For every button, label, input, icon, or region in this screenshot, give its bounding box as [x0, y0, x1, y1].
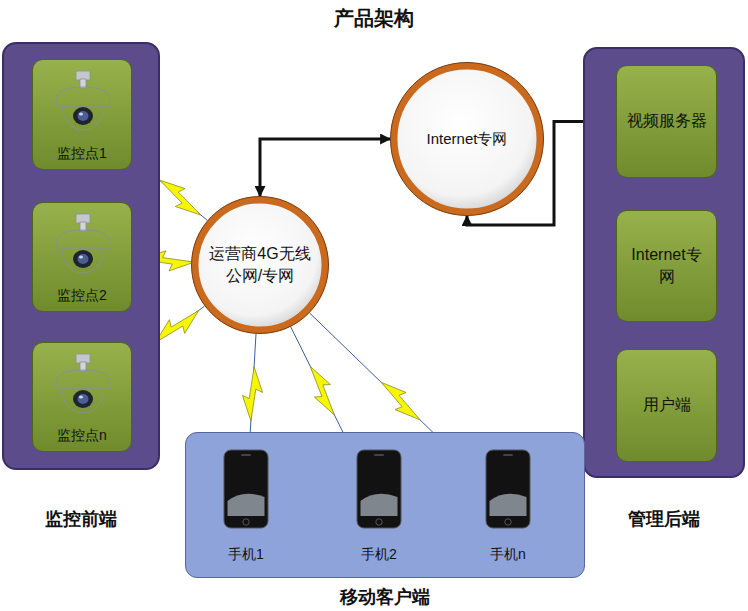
ring-circle: [195, 200, 325, 330]
monitor-point: 监控点n: [32, 342, 132, 452]
node-label: 手机2: [361, 546, 397, 563]
network-circle: 运营商4G无线公网/专网: [190, 195, 330, 335]
lightning-bolt: [155, 311, 198, 343]
diagram-title: 产品架构: [0, 5, 748, 32]
group-heading: 移动客户端: [186, 586, 584, 608]
ring-edge: [391, 63, 544, 216]
arrow-line: [260, 139, 390, 196]
node-label: 监控点n: [57, 427, 107, 444]
connector: [242, 334, 262, 443]
monitor-point: 监控点2: [32, 202, 132, 312]
node-label: 手机n: [490, 546, 526, 563]
network-circle: Internet专网: [389, 61, 545, 217]
lightning-bolt: [242, 367, 262, 421]
phone-icon: [223, 449, 269, 529]
node-label: Internet专网: [427, 129, 508, 149]
dome-camera: [43, 70, 123, 140]
phone-node: 手机1: [213, 443, 279, 567]
lightning-bolt: [310, 367, 334, 415]
signal-line: [291, 327, 349, 443]
lightning-bolt: [160, 180, 201, 215]
client-box: 用户端: [616, 349, 717, 462]
monitor-point: 监控点1: [32, 59, 132, 170]
phone-icon: [485, 449, 531, 529]
phone-node: 手机n: [475, 443, 541, 567]
node-label: Internet专网: [624, 244, 709, 289]
phone-node: 手机2: [346, 443, 412, 567]
node-label: 视频服务器: [627, 110, 707, 132]
phone-icon: [356, 449, 402, 529]
dome-camera: [43, 213, 123, 283]
node-label: 监控点2: [57, 287, 107, 304]
ring-outline: [190, 195, 330, 335]
backend-panel: 管理后端视频服务器Internet专网用户端: [583, 47, 745, 478]
node-label: 用户端: [643, 394, 691, 416]
node-label: 手机1: [228, 546, 264, 563]
group-heading: 监控前端: [4, 508, 158, 530]
front-panel: 监控前端 监控点1: [2, 42, 160, 470]
lightning-bolt: [381, 382, 420, 420]
server-box: 视频服务器: [616, 65, 717, 178]
connector: [291, 327, 349, 443]
group-heading: 管理后端: [585, 508, 743, 530]
network-box: Internet专网: [616, 210, 717, 322]
dome-camera: [43, 353, 123, 423]
connector: [260, 139, 390, 196]
node-label: 监控点1: [57, 145, 107, 162]
ring-edge: [192, 197, 329, 334]
ring-circle: [394, 66, 540, 212]
mobile-band: 移动客户端 手机1 手机2: [185, 432, 585, 578]
node-label: 运营商4G无线公网/专网: [208, 243, 312, 286]
